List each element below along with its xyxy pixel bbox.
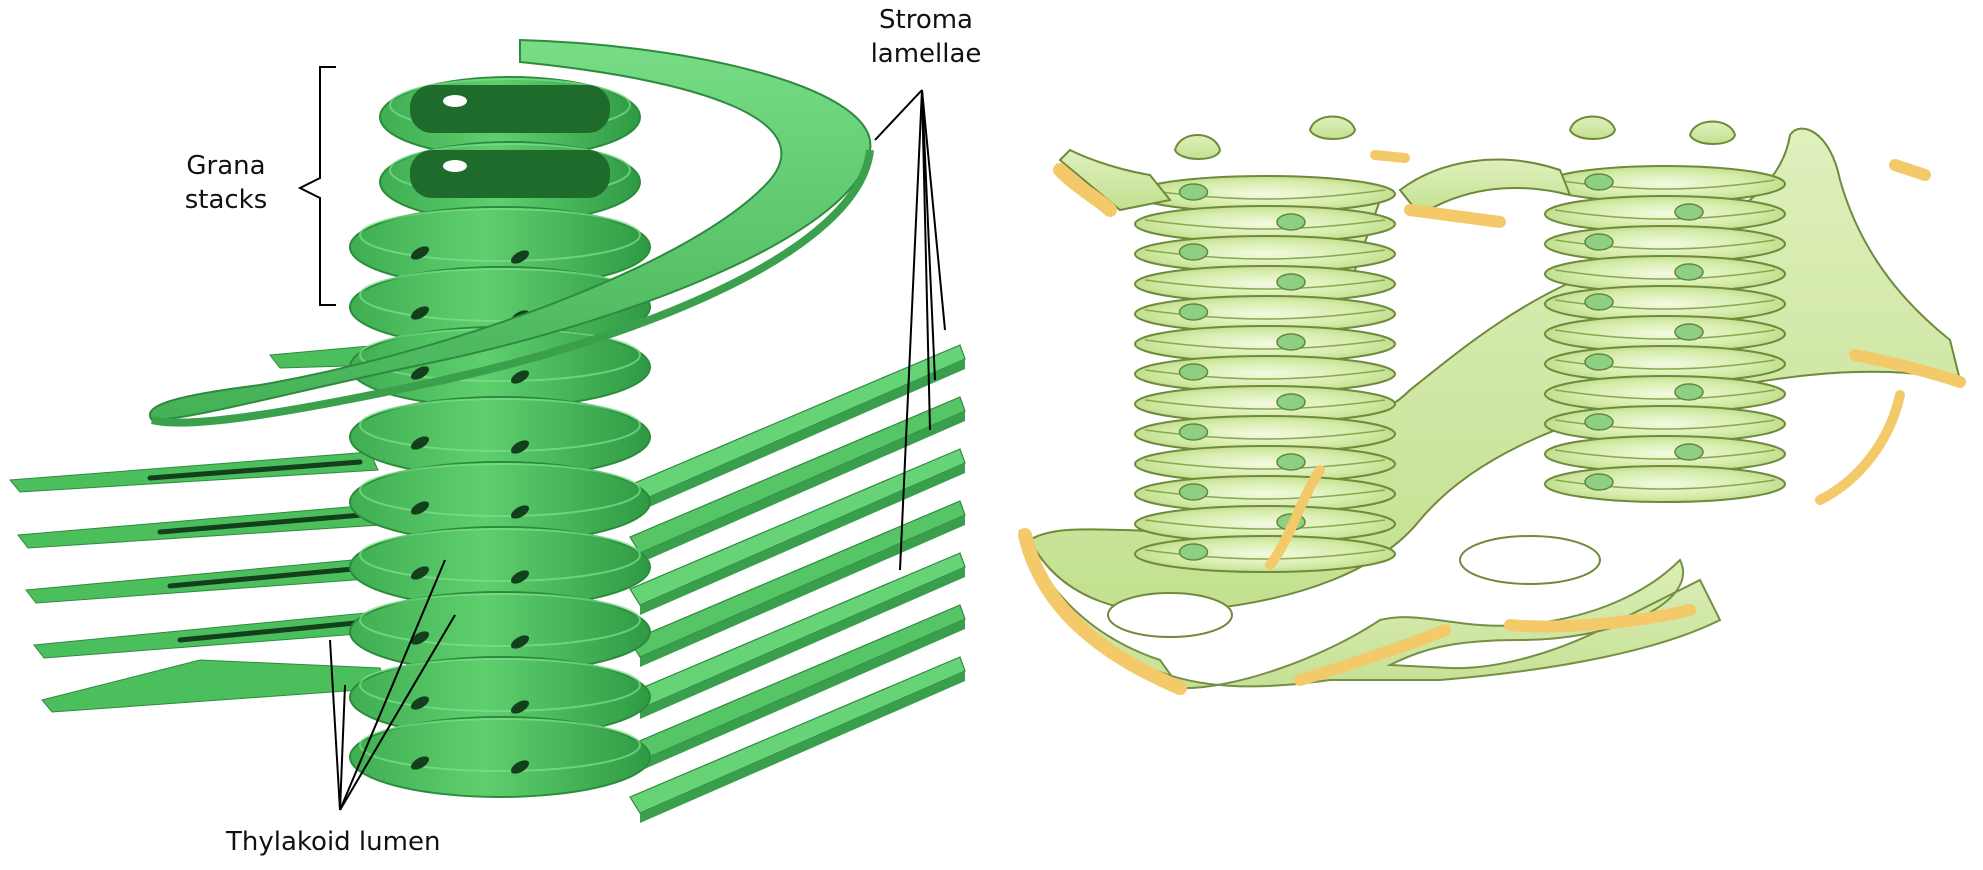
granum-pore-1 [443,95,467,107]
cut-edge-top-bridge [1410,210,1500,222]
right-granum-fret-a-1 [1585,174,1613,190]
stroma-leader-2 [900,90,922,570]
stroma-lamellae-label: Stroma lamellae [866,4,986,72]
right-granum-fret-a-11 [1585,474,1613,490]
grana-bracket [300,67,336,305]
right-granum-fret-b-4 [1675,264,1703,280]
left-granum-fret-a-5 [1180,304,1208,320]
stroma-lamellae-label-line2: lamellae [866,38,986,72]
thylakoid-cartoon [1020,117,1960,689]
top-knob-mid [1310,117,1355,140]
left-lamella-1 [10,452,378,492]
granum-pore-2 [443,160,467,172]
base-hole-2 [1460,536,1600,584]
grana-stack-discs [350,77,650,797]
right-stroma-sheets [630,345,965,823]
right-granum-fret-b-8 [1675,384,1703,400]
base-hole [1108,593,1232,637]
stroma-lamellae-label-line1: Stroma [866,4,986,38]
cut-edge-top-right [1895,165,1925,175]
cartoon-granum-left [1135,176,1395,572]
left-granum-fret-a-11 [1180,484,1208,500]
left-lamella-5 [42,660,388,712]
granum-disc-opening-1 [410,85,610,133]
stroma-leader-1 [875,90,922,140]
cut-edge-top-knob [1375,155,1405,158]
right-granum-fret-a-9 [1585,414,1613,430]
right-granum-fret-a-3 [1585,234,1613,250]
left-granum-fret-a-3 [1180,244,1208,260]
granum-3d-model [10,40,965,823]
left-granum-fret-b-6 [1277,334,1305,350]
top-knob-right2 [1690,122,1735,145]
left-granum-fret-b-2 [1277,214,1305,230]
grana-stacks-label: Grana stacks [176,150,276,218]
left-granum-fret-a-9 [1180,424,1208,440]
top-knob-left [1175,135,1220,159]
granum-disc-11 [350,717,650,797]
left-granum-fret-a-1 [1180,184,1208,200]
grana-stacks-label-line2: stacks [176,184,276,218]
lumen-leader-2 [340,685,345,810]
left-granum-fret-a-13 [1180,544,1208,560]
left-granum-fret-a-7 [1180,364,1208,380]
left-granum-fret-b-4 [1277,274,1305,290]
cartoon-granum-right [1545,166,1785,502]
left-granum-fret-b-8 [1277,394,1305,410]
granum-disc-opening-2 [410,150,610,198]
top-knob-right [1570,117,1615,140]
right-granum-fret-a-7 [1585,354,1613,370]
grana-stacks-label-line1: Grana [176,150,276,184]
right-granum-fret-b-10 [1675,444,1703,460]
right-granum-fret-b-2 [1675,204,1703,220]
left-granum-fret-b-10 [1277,454,1305,470]
cut-edge-right-lower [1820,395,1900,500]
right-granum-fret-a-5 [1585,294,1613,310]
thylakoid-lumen-label: Thylakoid lumen [226,826,440,860]
right-granum-fret-b-6 [1675,324,1703,340]
